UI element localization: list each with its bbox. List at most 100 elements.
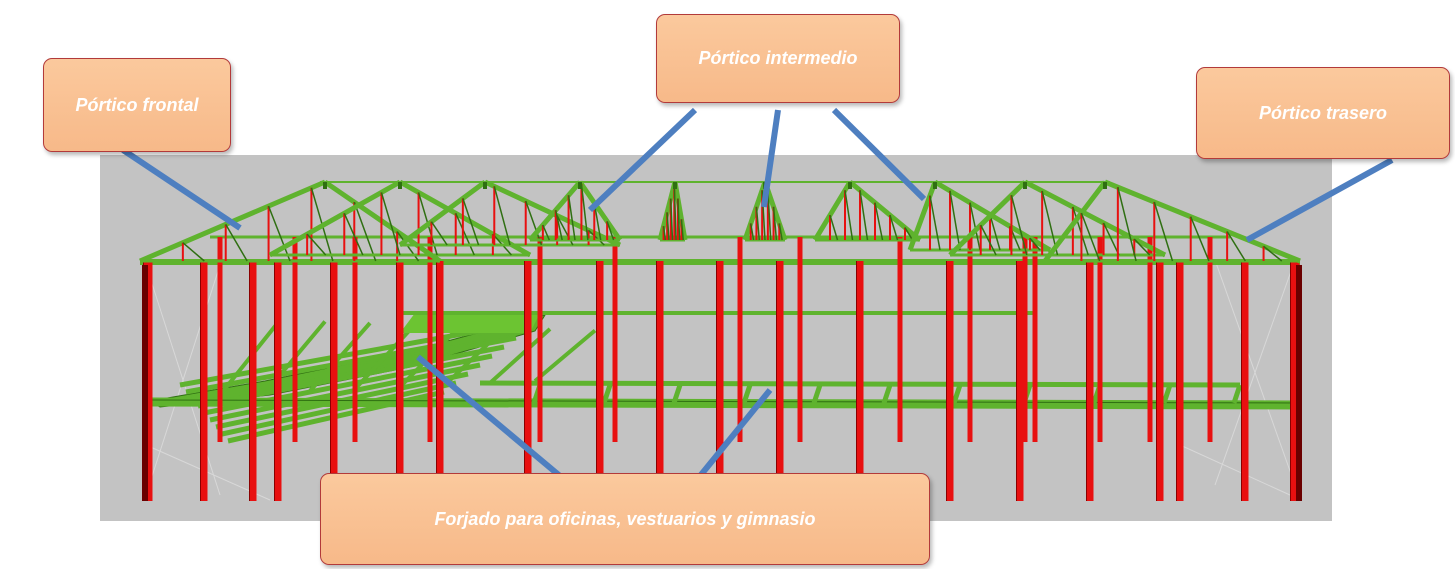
truss-intermediate-3-web	[772, 206, 778, 241]
truss-2-top-chord	[268, 179, 402, 258]
column	[596, 261, 604, 501]
truss-4-web	[889, 214, 899, 241]
truss-6-web	[1133, 238, 1151, 256]
column	[776, 261, 784, 501]
truss-4-web	[829, 214, 839, 241]
column	[1086, 261, 1094, 501]
callout-label: Pórtico intermedio	[698, 48, 858, 68]
column	[716, 261, 724, 501]
column	[856, 261, 864, 501]
truss-4-web	[874, 202, 884, 241]
callout-label: Pórtico frontal	[75, 94, 199, 115]
column	[612, 237, 618, 442]
truss-6-web	[980, 224, 997, 256]
column	[946, 261, 954, 501]
truss-intermediate-1-web	[580, 183, 589, 241]
truss-6-top-chord	[1023, 179, 1167, 258]
column	[1241, 261, 1249, 501]
column	[200, 261, 208, 501]
column	[396, 261, 404, 501]
truss-intermediate-1-web	[542, 224, 550, 241]
truss-rear-top-chord	[1043, 180, 1107, 263]
truss-front-left-web	[353, 201, 377, 262]
truss-rear-web	[1117, 187, 1137, 262]
truss-intermediate-2-web	[662, 226, 667, 241]
truss-3-top-chord	[398, 179, 487, 248]
column	[142, 265, 148, 501]
column	[737, 237, 743, 442]
floor-crossbeam	[1161, 384, 1173, 404]
slab-plate	[400, 313, 540, 333]
column	[427, 237, 433, 442]
column	[967, 237, 973, 442]
truss-2-web	[455, 212, 475, 256]
truss-intermediate-2-web	[680, 219, 684, 241]
truss-6-top-chord	[948, 180, 1027, 257]
truss-rear-web	[1226, 231, 1246, 262]
callout-label: Forjado para oficinas, vestuarios y gimn…	[434, 508, 816, 529]
truss-intermediate-1-web	[606, 221, 615, 241]
truss-4-web	[844, 190, 854, 241]
callout-forjado: Forjado para oficinas, vestuarios y gimn…	[320, 473, 930, 565]
column	[897, 237, 903, 442]
bracing-line	[1214, 259, 1296, 486]
steel-structure-3d-model	[139, 179, 1302, 501]
column	[1147, 237, 1153, 442]
truss-rear-top-chord	[1104, 179, 1301, 264]
truss-2-web	[306, 233, 327, 256]
column	[352, 237, 358, 442]
truss-5-web	[989, 214, 1001, 251]
roof-trusses	[139, 179, 1301, 264]
floor-crossbeam	[671, 384, 683, 404]
column	[292, 237, 298, 442]
truss-rear-web	[1153, 201, 1174, 262]
truss-3-web	[462, 198, 480, 246]
column	[1290, 261, 1300, 501]
truss-front-left-web	[267, 205, 291, 262]
truss-intermediate-3-web	[749, 223, 755, 241]
column	[436, 261, 444, 501]
truss-rear-web	[1080, 212, 1101, 262]
column	[524, 261, 532, 501]
column	[797, 237, 803, 442]
callout-portico-frontal: Pórtico frontal	[43, 58, 231, 152]
column	[1032, 237, 1038, 442]
column	[217, 237, 223, 442]
truss-2-top-chord	[398, 179, 532, 258]
truss-3-web	[525, 200, 543, 246]
bracing-line	[1179, 444, 1291, 496]
truss-2-web	[380, 192, 401, 256]
truss-intermediate-2-web	[666, 212, 670, 241]
model-viewport	[100, 155, 1332, 521]
truss-front-left-web	[182, 242, 205, 262]
truss-3-web	[493, 186, 511, 246]
column	[1016, 261, 1024, 501]
floor-crossbeam	[811, 384, 823, 404]
column	[249, 261, 257, 501]
back-bracing-lines	[145, 259, 1296, 501]
truss-intermediate-3-web	[755, 206, 761, 241]
column	[537, 237, 543, 442]
truss-3-web	[588, 229, 605, 246]
truss-5-web	[929, 195, 941, 251]
column	[330, 261, 338, 501]
callout-portico-trasero: Pórtico trasero	[1196, 67, 1450, 159]
column	[656, 261, 664, 501]
truss-5-web	[969, 202, 981, 251]
slab-joist	[308, 321, 372, 393]
truss-intermediate-1-web	[554, 210, 563, 241]
truss-rear-web	[1263, 245, 1283, 262]
truss-2-web	[343, 212, 364, 256]
truss-rear-web	[1190, 216, 1210, 262]
floor-crossbeam	[951, 384, 963, 404]
truss-6-web	[1010, 195, 1028, 256]
truss-front-left-top-chord	[323, 179, 442, 264]
callout-label: Pórtico trasero	[1258, 102, 1388, 123]
column	[1207, 237, 1213, 442]
slab-joist	[533, 328, 597, 383]
truss-intermediate-1-web	[567, 195, 576, 241]
column	[1296, 265, 1302, 501]
truss-3-web	[430, 221, 448, 246]
slab-joist	[353, 323, 417, 391]
column	[1097, 237, 1103, 442]
